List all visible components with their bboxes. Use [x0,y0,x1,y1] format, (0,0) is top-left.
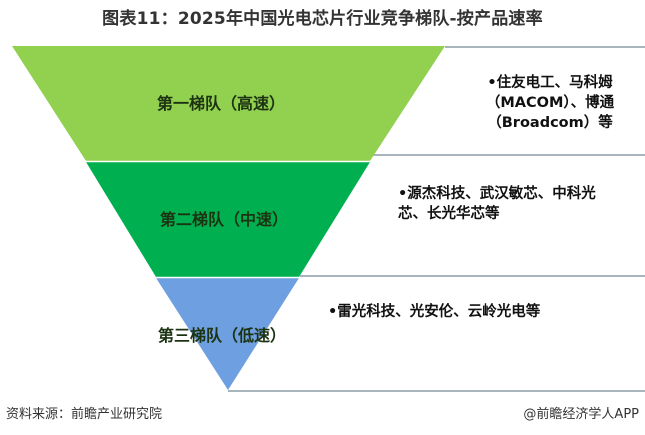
tier2-companies-line: •源杰科技、武汉敏芯、中科光 [398,186,596,202]
tier2-shape [86,162,370,277]
tier3-shape [156,278,299,390]
chart-title: 图表11：2025年中国光电芯片行业竞争梯队-按产品速率 [102,9,543,29]
tier3-companies-line: •雷光科技、光安伦、云岭光电等 [328,304,541,320]
tier3-label: 第三梯队（低速） [158,326,286,345]
tier1-companies: •住友电工、马科姆 （MACOM）、博通 （Broadcom）等 [470,73,630,133]
tier1-label: 第一梯队（高速） [157,94,285,113]
tier1-shape [12,46,445,161]
tier3-companies: •雷光科技、光安伦、云岭光电等 [328,302,628,322]
tier2-label: 第二梯队（中速） [160,210,288,229]
tier1-companies-line: （Broadcom）等 [487,115,613,131]
source-note: 资料来源：前瞻产业研究院 [6,407,163,422]
credit-note: @前瞻经济学人APP [523,407,639,422]
tier1-companies-line: （MACOM）、博通 [485,95,615,111]
tier1-companies-line: •住友电工、马科姆 [487,75,613,91]
tier2-companies: •源杰科技、武汉敏芯、中科光 芯、长光华芯等 [398,184,628,224]
tier2-companies-line: 芯、长光华芯等 [398,206,500,222]
